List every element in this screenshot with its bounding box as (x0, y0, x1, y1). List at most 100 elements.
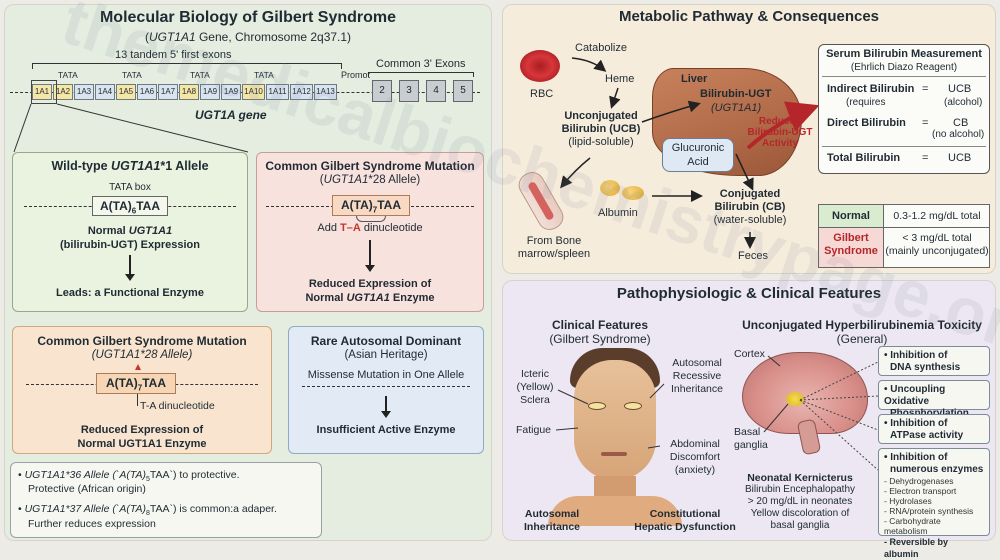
recessive-label: Autosomal Recessive Inheritance (660, 357, 734, 396)
rbc-icon (520, 50, 560, 82)
gene-label: UGT1A gene (195, 108, 267, 122)
serum-divider-2 (822, 146, 986, 147)
shoulders-icon (548, 496, 682, 526)
ucb-1: Unconjugated (564, 110, 638, 122)
wildtype-expression-line: (bilirubin-UGT) Expression (60, 239, 200, 251)
hepatic-dysfunction-label: Constitutional Hepatic Dysfunction (630, 508, 740, 534)
common-exon-2: 2 (372, 80, 392, 102)
clinical-title: Clinical Features (551, 318, 649, 332)
mouth-icon (601, 452, 627, 456)
first-exons-label: 13 tandem 5' first exons (115, 49, 232, 61)
ucb-label: Unconjugated Bilirubin (UCB) (lipid-solu… (556, 110, 646, 149)
enzyme-item: - Hydrolases (884, 496, 932, 506)
pathway-arrows (560, 57, 820, 249)
cortex-label: Cortex (734, 348, 765, 360)
mutation2-result-1: Reduced Expression of (80, 424, 204, 436)
gilbert-mutation-title: Common Gilbert Syndrome Mutation (265, 159, 475, 173)
mutation1-sub-rest: *28 Allele) (368, 174, 421, 186)
enzyme-item: - Electron transport (884, 486, 957, 496)
mutation1-seq-sub: 7 (372, 205, 378, 215)
total-label: Total Bilirubin (827, 152, 901, 164)
direct-valnote: (no alcohol) (932, 129, 985, 140)
toxicity-subtitle: (General) (836, 332, 888, 346)
effect-1-t2: DNA synthesis (890, 362, 961, 373)
note-1-line-1: • UGT1A1*36 Allele (`A(TA)5TAA`) to prot… (18, 469, 240, 484)
mutation1-seq-pre: A(TA) (341, 198, 373, 212)
wildtype-sequence: A(TA)6TAA (92, 196, 168, 216)
rare-subtitle: (Asian Heritage) (344, 349, 428, 361)
common-exons-label: Common 3' Exons (376, 58, 466, 70)
albumin-icon-1 (600, 180, 620, 196)
common-exon-5: 5 (453, 80, 473, 102)
glucuronic-acid-box: Glucuronic Acid (662, 138, 734, 172)
cb-3: (water-soluble) (713, 214, 787, 226)
enzymes-title-2: numerous enzymes (890, 464, 984, 475)
exon-1a3-2: 1A3 (74, 84, 94, 100)
normal-range-label-cell (818, 204, 884, 228)
mutation1-add-pre: Add (317, 222, 341, 234)
arec-2: Recessive (672, 370, 722, 382)
right-eye-icon (624, 402, 642, 410)
glucuronic-1: Glucuronic (671, 142, 725, 154)
mutation2-seq-sub: 7 (137, 383, 143, 393)
toxicity-title: Unconjugated Hyperbilirubinemia Toxicity (742, 318, 982, 332)
mutation1-result2-pre: Normal (305, 292, 347, 304)
mutation2-title: Common Gilbert Syndrome Mutation (37, 334, 247, 348)
tata-label-2: TATA (122, 70, 142, 80)
exon-1a4-3: 1A4 (95, 84, 115, 100)
kernicterus-1: Bilirubin Encephalopathy (744, 484, 856, 495)
serum-divider (822, 76, 986, 77)
cb-1: Conjugated (719, 188, 781, 200)
wildtype-title-pre: Wild-type (51, 159, 112, 173)
subtitle-rest: Gene, Chromosome 2q37.1) (195, 30, 352, 44)
bone-2: marrow/spleen (517, 248, 591, 260)
normal-range-label: Normal (832, 210, 870, 222)
exon-1a1-highlight (31, 80, 57, 104)
clinical-pointers (555, 383, 665, 449)
mutation1-add-post: dinucleotide (360, 222, 423, 234)
mutation2-red-arrow (135, 364, 141, 370)
wildtype-normal-line: Normal UGT1A1 (12, 225, 248, 237)
mutation1-sub-open: ( (319, 174, 324, 186)
tata-label-3: TATA (190, 70, 210, 80)
mutation1-arrow (365, 240, 375, 272)
exon-1a10-10: 1A10 (242, 84, 265, 100)
icteric-1: Icteric (520, 368, 549, 380)
common-exons-bracket (368, 72, 474, 77)
basal-ganglia-icon (786, 392, 804, 406)
icteric-label: Icteric (Yellow) Sclera (510, 368, 560, 407)
mutation1-result2-gene: UGT1A1 (346, 292, 390, 304)
basal-1: Basal (734, 426, 761, 438)
glucuronic-2: Acid (687, 156, 709, 168)
reduced-activity-label: Reduced Bilirubin-UGT Activity (740, 116, 820, 149)
catabolize-label: Catabolize (575, 42, 627, 54)
reduced-1: Reduced (758, 116, 802, 127)
note-2-sub: 8 (145, 510, 150, 518)
gilbert-range-value-cell (884, 228, 990, 268)
gilbert-range-label-2: Syndrome (824, 245, 878, 257)
exon-1a7-6: 1A7 (158, 84, 178, 100)
ai-1: Autosomal (524, 508, 580, 520)
effect-box-3: • Inhibition of ATPase activity (878, 414, 990, 444)
wildtype-title-post: *1 Allele (160, 159, 209, 173)
basal-2: ganglia (734, 439, 768, 451)
mutation2-seq-post: TAA (142, 376, 166, 390)
gilbert-range-value-2: (mainly unconjugated) (885, 245, 989, 257)
wildtype-allele-box (12, 152, 248, 312)
ucb-2: Bilirubin (UCB) (561, 123, 641, 135)
enzyme-item: - Carbohydrate metabolism (884, 516, 941, 536)
wildtype-normal-gene: UGT1A1 (128, 225, 173, 237)
note-2-a: UGT1A1*37 Allele (`A(TA) (24, 503, 146, 515)
clinical-subtitle: (Gilbert Syndrome) (549, 332, 651, 346)
albumin-icon-2 (622, 186, 644, 200)
molecular-biology-subtitle: (UGT1A1 Gene, Chromosome 2q37.1) (4, 30, 492, 44)
mutation1-result-2: Normal UGT1A1 Enzyme (256, 292, 484, 304)
enzyme-item: - RNA/protein synthesis (884, 506, 974, 516)
effect-2-t1: • Uncoupling Oxidative (884, 384, 946, 407)
exon-1a12-12: 1A12 (290, 84, 313, 100)
normal-range-value-cell (884, 204, 990, 228)
abd-3: (anxiety) (674, 464, 716, 476)
rare-dash-line (302, 386, 470, 387)
arec-3: Inheritance (671, 383, 723, 395)
wildtype-title-gene: UGT1A1 (111, 159, 161, 173)
